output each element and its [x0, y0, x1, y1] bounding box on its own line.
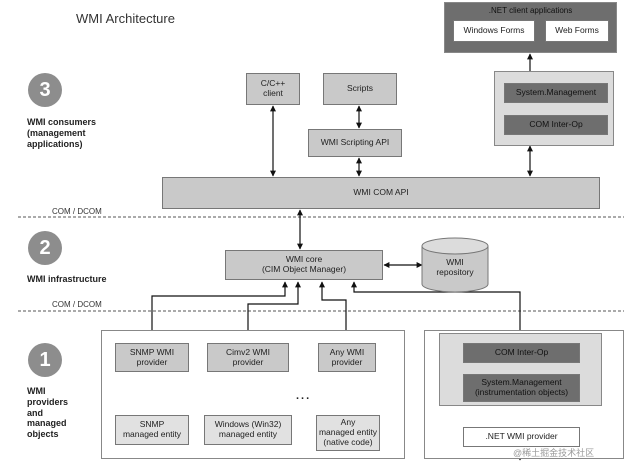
- scripts-box: Scripts: [323, 73, 397, 105]
- dotnet-wmi-provider-box: .NET WMI provider: [463, 427, 580, 447]
- win32-entity-box: Windows (Win32) managed entity: [204, 415, 292, 445]
- provider-system-management-box: System.Management (instrumentation objec…: [463, 374, 580, 402]
- separator-label-top: COM / DCOM: [52, 207, 102, 216]
- cimv2-provider-box: Cimv2 WMI provider: [207, 343, 289, 372]
- wmi-repository-label: WMI repository: [436, 257, 474, 277]
- layer-2-label: WMI infrastructure: [27, 274, 107, 284]
- arrow-core-to-cimv2: [245, 281, 301, 343]
- watermark-text: @稀土掘金技术社区: [513, 448, 595, 458]
- layer-3-label: WMI consumers (management applications): [27, 117, 97, 149]
- snmp-provider-box: SNMP WMI provider: [115, 343, 189, 372]
- diagram-title: WMI Architecture: [76, 11, 175, 26]
- arrow-core-to-dotnet-provider: [351, 281, 523, 343]
- layer-1-label: WMI providers and managed objects: [27, 386, 69, 440]
- cpp-client-box: C/C++ client: [246, 73, 300, 105]
- dotnet-client-header: .NET client applications: [488, 6, 573, 15]
- layer-3-badge: 3: [28, 73, 62, 107]
- arrow-core-to-any: [319, 281, 349, 343]
- com-interop-box: COM Inter-Op: [504, 115, 608, 135]
- snmp-entity-box: SNMP managed entity: [115, 415, 189, 445]
- providers-ellipsis: ...: [296, 390, 312, 402]
- any-entity-box: Any managed entity (native code): [316, 415, 380, 451]
- layer-1-badge: 1: [28, 343, 62, 377]
- separator-label-bottom: COM / DCOM: [52, 300, 102, 309]
- repository-cylinder: [421, 237, 489, 293]
- web-forms-box: Web Forms: [545, 20, 609, 42]
- wmi-scripting-api-box: WMI Scripting API: [308, 129, 402, 157]
- windows-forms-box: Windows Forms: [453, 20, 535, 42]
- wmi-com-api-box: WMI COM API: [162, 177, 600, 209]
- provider-com-interop-box: COM Inter-Op: [463, 343, 580, 363]
- wmi-core-box: WMI core (CIM Object Manager): [225, 250, 383, 280]
- any-provider-box: Any WMI provider: [318, 343, 376, 372]
- layer-2-badge: 2: [28, 231, 62, 265]
- system-management-box: System.Management: [504, 83, 608, 103]
